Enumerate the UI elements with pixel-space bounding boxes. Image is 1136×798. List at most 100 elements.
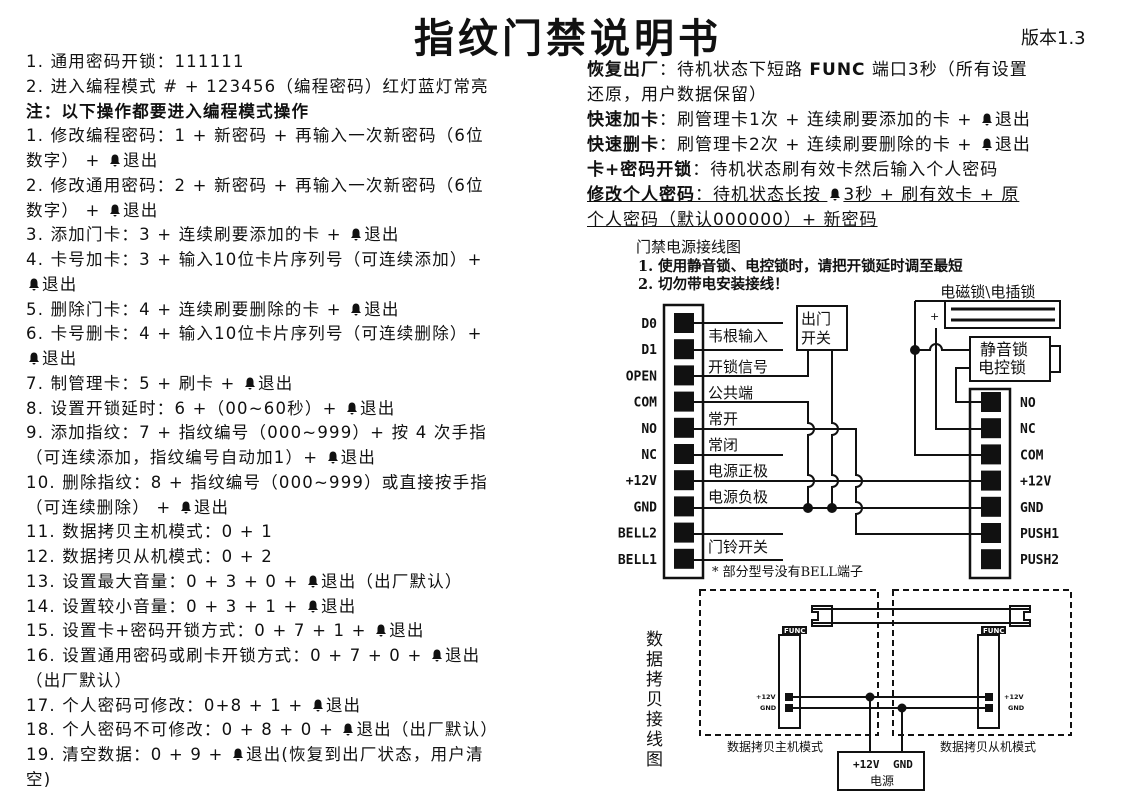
instruction-text: 2. 进入编程模式 # + 123456（编程密码）红灯蓝灯常亮 xyxy=(26,76,489,96)
instruction-text: 退出 xyxy=(42,349,78,368)
master-gnd-pin xyxy=(785,704,793,712)
controller-terminal-label: BELL1 xyxy=(618,553,657,568)
silent-lock-label-1: 静音锁 xyxy=(980,340,1028,359)
func-label-right: FUNC xyxy=(983,627,1004,635)
instruction-line: 恢复出厂：待机状态下短路 FUNC 端口3秒（所有设置 xyxy=(587,58,1031,83)
power-terminal xyxy=(981,470,1001,491)
bell-icon xyxy=(308,600,319,612)
instruction-line: （可连续删除） + 退出 xyxy=(26,496,498,521)
instruction-text: 退出 xyxy=(123,200,159,220)
instruction-text: 退出 xyxy=(325,695,362,715)
instruction-text: 退出 xyxy=(360,398,396,418)
silent-lock-box xyxy=(969,336,1051,382)
controller-terminal xyxy=(674,548,694,569)
instruction-text: （可连续添加，指纹编号自动加1）+ xyxy=(26,448,325,467)
instruction-line: 1. 通用密码开锁：111111 xyxy=(26,50,498,75)
func-tag-right xyxy=(981,626,1006,634)
instruction-line: 14. 设置较小音量：0 + 3 + 1 + 退出 xyxy=(26,595,498,620)
instruction-text: （出厂默认） xyxy=(26,670,133,690)
exit-switch-label-1: 出门 xyxy=(801,310,831,328)
instruction-text: 6. 卡号删卡：4 + 输入10位卡片序列号（可连续删除）+ xyxy=(26,324,483,344)
func-tag-left xyxy=(782,626,807,634)
instruction-text: 17. 个人密码可修改：0+8 + 1 + xyxy=(26,695,310,715)
junction-dot xyxy=(910,345,920,355)
bell-footnote: * 部分型号没有BELL端子 xyxy=(712,565,863,580)
instruction-line: 卡+密码开锁：待机状态刷有效卡然后输入个人密码 xyxy=(587,158,1031,183)
instruction-text: 退出（出厂默认） xyxy=(356,720,499,740)
instruction-line: 6. 卡号删卡：4 + 输入10位卡片序列号（可连续删除）+ xyxy=(26,322,498,347)
controller-terminal xyxy=(674,522,694,543)
power-terminal xyxy=(981,392,1001,412)
power-terminal xyxy=(981,496,1001,517)
data-copy-title-char: 贝 xyxy=(646,690,663,710)
wiring-title: 门禁电源接线图 xyxy=(636,238,741,256)
bell-icon xyxy=(29,278,39,291)
power-terminal-label: GND xyxy=(1020,501,1044,516)
instruction-line: 3. 添加门卡：3 + 连续刷要添加的卡 + 退出 xyxy=(26,223,498,248)
instruction-text: 数字） + xyxy=(26,200,108,220)
instruction-text: 8. 设置开锁延时：6 +（00~60秒）+ xyxy=(26,398,345,418)
power-supply-label: 电源 xyxy=(870,774,894,788)
power-terminal-label: PUSH2 xyxy=(1020,553,1059,568)
instruction-text: 5. 删除门卡：4 + 连续刷要删除的卡 + xyxy=(26,299,349,319)
bell-icon xyxy=(312,699,323,711)
silent-lock-label-2: 电控锁 xyxy=(978,358,1026,377)
instruction-line: 7. 制管理卡：5 + 刷卡 + 退出 xyxy=(26,372,498,397)
instruction-line: 退出 xyxy=(26,347,498,372)
junction-dot xyxy=(897,703,907,713)
instruction-text: 注：以下操作都要进入编程模式操作 xyxy=(26,101,310,121)
instruction-line: （出厂默认） xyxy=(26,669,498,694)
instruction-line: 退出 xyxy=(26,273,498,298)
controller-terminal xyxy=(674,444,694,464)
stub-wires xyxy=(694,322,783,561)
instruction-line: 4. 卡号加卡：3 + 输入10位卡片序列号（可连续添加）+ xyxy=(26,248,498,273)
instruction-line: 1. 修改编程密码：1 + 新密码 + 再输入一次新密码（6位 xyxy=(26,124,498,149)
instruction-text: 3. 添加门卡：3 + 连续刷要添加的卡 + xyxy=(26,225,349,245)
instruction-text: ：刷管理卡1次 + 连续刷要添加的卡 + xyxy=(659,110,979,130)
bell-icon xyxy=(981,113,992,126)
controller-terminal xyxy=(674,417,694,438)
instruction-text: 卡+密码开锁 xyxy=(587,160,693,180)
instruction-line: 11. 数据拷贝主机模式：0 + 1 xyxy=(26,520,498,545)
document-title: 指纹门禁说明书 xyxy=(414,16,722,62)
instruction-line: 个人密码（默认000000）+ 新密码 xyxy=(587,208,1031,233)
bell-icon xyxy=(29,352,39,365)
data-copy-title-char: 据 xyxy=(646,650,663,670)
instruction-text: 1. 修改编程密码：1 + 新密码 + 再输入一次新密码（6位 xyxy=(26,126,484,146)
instruction-text: 12. 数据拷贝从机模式：0 + 2 xyxy=(26,547,273,566)
instruction-line: 16. 设置通用密码或刷卡开锁方式：0 + 7 + 0 + 退出 xyxy=(26,644,498,669)
wire-label-wiegand: 韦根输入 xyxy=(708,327,768,345)
func-connector-left xyxy=(811,605,833,627)
instruction-line: 19. 清空数据：0 + 9 + 退出(恢复到出厂状态，用户清 xyxy=(26,743,498,768)
instruction-line: 12. 数据拷贝从机模式：0 + 2 xyxy=(26,545,498,570)
instruction-line: 数字） + 退出 xyxy=(26,149,498,174)
master-12v-label: +12V xyxy=(756,693,776,701)
power-terminal-label: PUSH1 xyxy=(1020,527,1059,542)
wire-label-common: 公共端 xyxy=(708,384,753,402)
silent-lock-no-wire xyxy=(955,367,981,403)
power-terminal-label: +12V xyxy=(1020,475,1051,490)
bell-icon xyxy=(351,303,362,315)
master-mode-frame xyxy=(699,589,879,736)
master-module xyxy=(778,634,801,729)
power-terminal xyxy=(981,444,1001,465)
power-terminal-block xyxy=(968,387,1012,580)
instruction-text: 修改个人密码 xyxy=(587,185,695,205)
instruction-text: 退出 xyxy=(340,448,377,467)
bell-icon xyxy=(830,188,841,201)
instruction-text: 端口3秒（所有设置 xyxy=(865,60,1028,80)
instruction-text: 13. 设置最大音量：0 + 3 + 0 + xyxy=(26,571,306,591)
version-label: 版本1.3 xyxy=(1021,28,1086,49)
com-wire xyxy=(694,401,815,508)
slave-mode-frame xyxy=(892,589,1072,736)
instruction-text: 退出 xyxy=(994,135,1031,155)
slave-12v-label: +12V xyxy=(1004,693,1024,701)
bell-icon xyxy=(180,501,191,513)
power-12v-label: +12V xyxy=(853,758,880,771)
instruction-text: 18. 个人密码不可修改：0 + 8 + 0 + xyxy=(26,720,341,740)
master-gnd-label: GND xyxy=(760,704,777,712)
func-cable xyxy=(812,608,1030,624)
wire-label-power-negative: 电源负极 xyxy=(708,488,768,506)
controller-terminal-label: D1 xyxy=(641,343,657,358)
instruction-line: 注：以下操作都要进入编程模式操作 xyxy=(26,100,498,125)
